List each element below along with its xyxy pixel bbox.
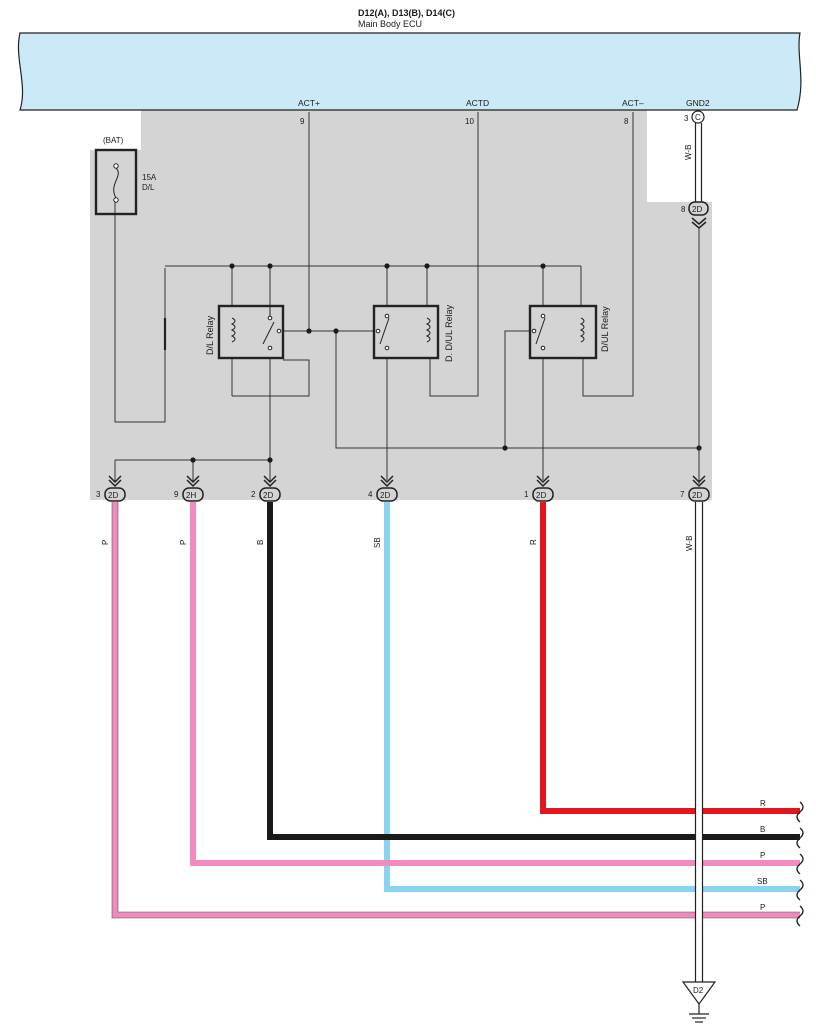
relay-dul: D/UL Relay	[528, 304, 610, 360]
bottom-connector-2: 9 2H	[174, 487, 204, 502]
wire-p-outer	[112, 502, 800, 918]
svg-text:2D: 2D	[108, 491, 118, 500]
bottom-connector-6: 7 2D	[680, 487, 710, 502]
svg-text:3: 3	[96, 490, 101, 499]
svg-text:4: 4	[368, 490, 373, 499]
relay-dl: D/L Relay	[205, 304, 285, 360]
gnd2-wire	[694, 123, 703, 202]
right-wire-label-2: B	[760, 825, 765, 834]
wire-p-inner	[190, 502, 800, 866]
terminal-act-minus-label: ACT–	[622, 98, 644, 108]
wire-sb	[384, 502, 800, 892]
wire-label-3: B	[256, 540, 265, 545]
svg-text:D/L Relay: D/L Relay	[205, 315, 215, 355]
wire-label-4: SB	[373, 537, 382, 548]
wire-label-5: R	[529, 539, 538, 545]
wire-r	[540, 502, 800, 814]
svg-text:D/UL Relay: D/UL Relay	[600, 306, 610, 352]
terminal-actd-label: ACTD	[466, 98, 489, 108]
wire-label-6: W-B	[685, 536, 694, 551]
svg-text:D2: D2	[693, 986, 704, 995]
terminal-act-plus-label: ACT+	[298, 98, 320, 108]
svg-text:7: 7	[680, 490, 685, 499]
gnd2-wire-color: W-B	[684, 145, 693, 160]
svg-text:2D: 2D	[692, 491, 702, 500]
terminal-gnd2-label: GND2	[686, 98, 710, 108]
terminal-gnd2-pin: 3	[684, 114, 689, 123]
svg-text:D. D/UL Relay: D. D/UL Relay	[444, 304, 454, 362]
internal-circuit	[114, 112, 699, 482]
bottom-connector-5: 1 2D	[524, 487, 554, 502]
ground-d2: D2	[681, 981, 717, 1023]
svg-text:D/L: D/L	[142, 183, 155, 192]
harness-wires	[112, 502, 800, 918]
wire-label-2: P	[179, 540, 188, 545]
svg-text:1: 1	[524, 490, 529, 499]
bottom-connector-1: 3 2D	[96, 487, 126, 502]
bottom-connector-arrows	[108, 475, 706, 488]
svg-text:2D: 2D	[692, 205, 702, 214]
svg-text:2H: 2H	[186, 491, 196, 500]
junction-connector-top: 8 2D	[681, 201, 709, 229]
svg-text:2D: 2D	[380, 491, 390, 500]
ecu-name: Main Body ECU	[358, 19, 422, 29]
svg-text:C: C	[695, 113, 701, 122]
ground-wire	[694, 502, 704, 982]
terminal-act-minus-pin: 8	[624, 117, 629, 126]
wire-label-1: P	[101, 540, 110, 545]
wire-break-marks	[796, 801, 804, 927]
svg-text:9: 9	[174, 490, 179, 499]
bottom-connector-3: 2 2D	[251, 487, 281, 502]
svg-text:2D: 2D	[263, 491, 273, 500]
junction-dots	[190, 263, 702, 463]
wire-outlines	[111, 502, 800, 919]
svg-text:8: 8	[681, 205, 686, 214]
right-wire-label-1: R	[760, 799, 766, 808]
relay-ddul: D. D/UL Relay	[372, 304, 454, 362]
right-wire-label-4: SB	[757, 877, 768, 886]
svg-text:2: 2	[251, 490, 256, 499]
svg-text:15A: 15A	[142, 173, 157, 182]
fuse-dl: (BAT) 15A D/L	[94, 136, 157, 216]
terminal-actd-pin: 10	[465, 117, 474, 126]
ecu-box	[17, 32, 802, 111]
svg-text:2D: 2D	[536, 491, 546, 500]
svg-text:(BAT): (BAT)	[103, 136, 124, 145]
right-wire-label-3: P	[760, 851, 765, 860]
wire-b	[267, 502, 800, 840]
right-wire-label-5: P	[760, 903, 765, 912]
gnd2-connector: C	[691, 110, 705, 124]
ecu-connector-title: D12(A), D13(B), D14(C)	[358, 8, 455, 18]
bottom-connector-4: 4 2D	[368, 487, 398, 502]
terminal-act-plus-pin: 9	[300, 117, 305, 126]
